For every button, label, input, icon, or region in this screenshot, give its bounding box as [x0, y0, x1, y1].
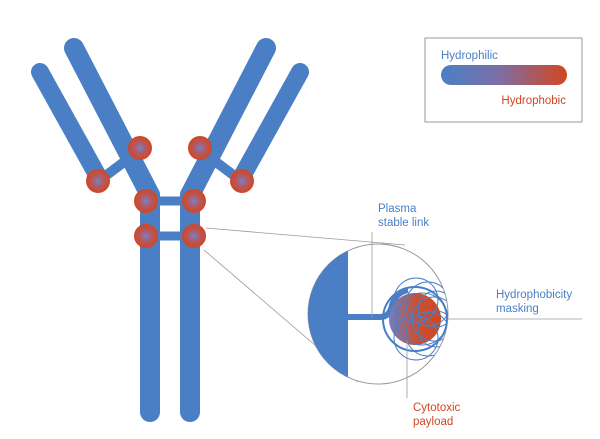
link-label-line1: Plasma [378, 203, 417, 215]
cytotoxic-payload-icon [389, 293, 441, 345]
conjugation-site-icon [86, 169, 110, 193]
conjugation-site-icon [182, 224, 206, 248]
conjugation-site-icon [188, 136, 212, 160]
link-label-line2: stable link [378, 217, 429, 229]
left-arm-light [31, 63, 109, 189]
conjugation-sites [86, 136, 254, 248]
antibody-fragment [308, 244, 348, 384]
hydrophobicity-masking-mesh [382, 277, 448, 361]
antibody-icon [31, 38, 309, 422]
masking-label-line1: Hydrophobicity [496, 289, 572, 301]
conjugation-site-icon [134, 224, 158, 248]
conjugation-site-icon [230, 169, 254, 193]
hydrophobicity-gradient-bar [441, 65, 567, 85]
legend: Hydrophilic Hydrophobic [424, 37, 583, 123]
legend-hydrophobic-label: Hydrophobic [501, 95, 566, 107]
conjugation-site-icon [134, 189, 158, 213]
callout-lines [371, 232, 582, 398]
payload-label-line2: payload [413, 416, 453, 428]
payload-label-line1: Cytotoxic [413, 402, 461, 414]
conjugation-site-icon [182, 189, 206, 213]
legend-hydrophilic-label: Hydrophilic [441, 50, 498, 62]
masking-label-line2: masking [496, 303, 539, 315]
left-arm-heavy [64, 38, 160, 205]
callouts: Plasma stable link Hydrophobicity maskin… [378, 203, 572, 428]
right-arm-heavy [180, 38, 276, 205]
zoom-icon [307, 243, 449, 385]
right-arm-light [231, 63, 309, 189]
conjugation-site-icon [128, 136, 152, 160]
zoom-leader-upper [205, 227, 406, 246]
